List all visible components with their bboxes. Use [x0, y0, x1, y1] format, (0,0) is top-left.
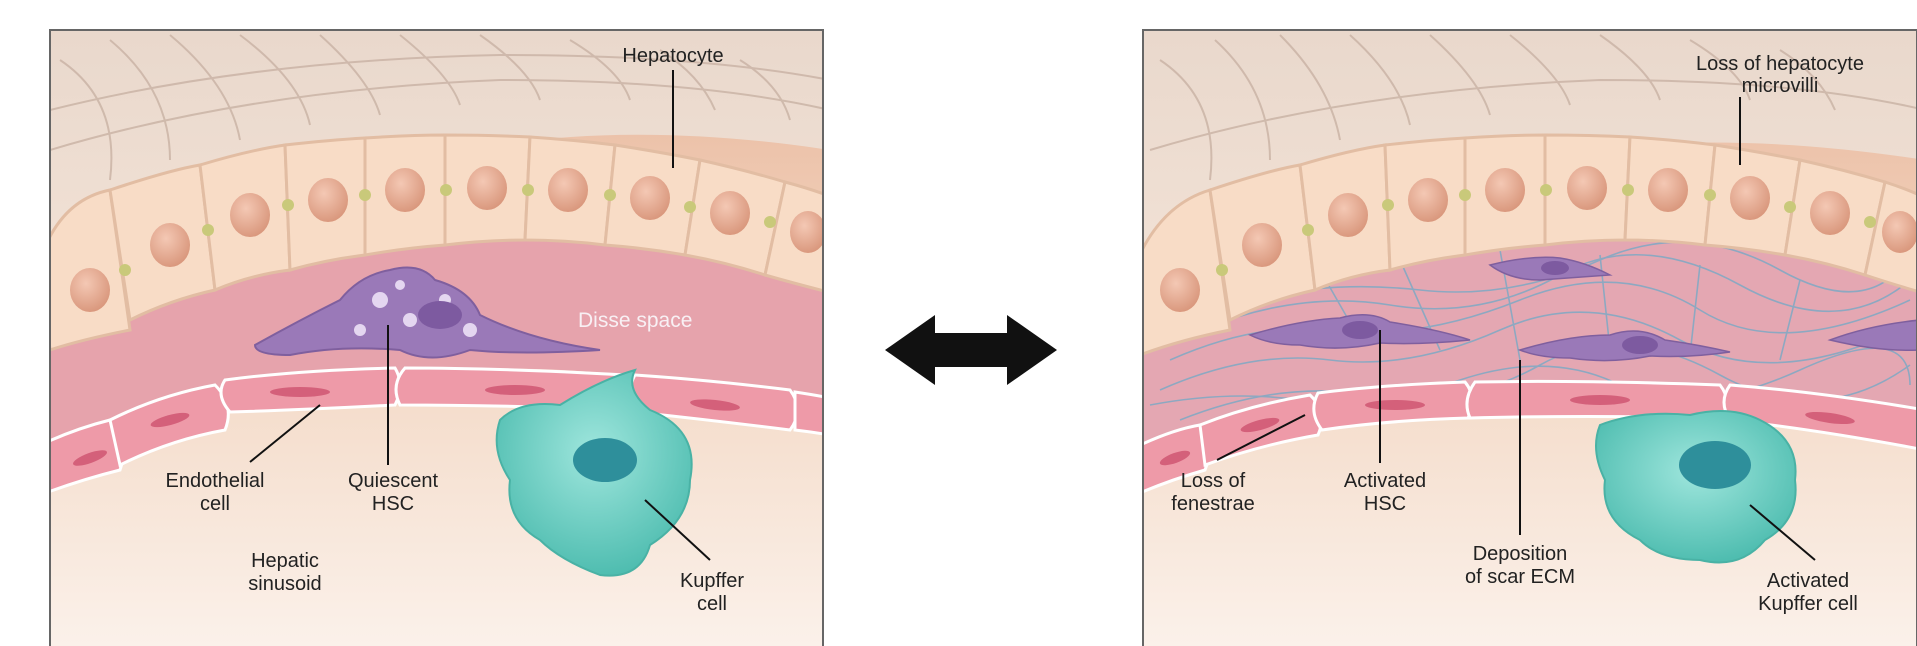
- label-loss-microvilli-line1: Loss of hepatocyte: [1696, 53, 1864, 75]
- right-panel: Loss of hepatocyte microvilli Loss of fe…: [1130, 30, 1917, 646]
- label-hepatocyte: Hepatocyte: [622, 45, 723, 67]
- label-quiescent-hsc-line1: Quiescent: [348, 470, 438, 492]
- label-activated-kupffer-line1: Activated: [1767, 570, 1849, 592]
- label-disse-space: Disse space: [578, 309, 692, 332]
- label-endothelial-line1: Endothelial: [166, 470, 265, 492]
- label-quiescent-hsc-line2: HSC: [372, 493, 414, 515]
- label-activated-kupffer-line2: Kupffer cell: [1758, 593, 1858, 615]
- label-activated-hsc-line1: Activated: [1344, 470, 1426, 492]
- label-loss-fenestrae-line1: Loss of: [1181, 470, 1246, 492]
- label-hepatic-sinusoid-line1: Hepatic: [251, 550, 319, 572]
- label-scar-ecm-line1: Deposition: [1473, 543, 1568, 565]
- bidirectional-arrow-icon: [885, 315, 1057, 385]
- left-panel: Hepatocyte Disse space Endothelial cell …: [30, 30, 840, 646]
- label-loss-fenestrae-line2: fenestrae: [1171, 493, 1254, 515]
- label-scar-ecm-line2: of scar ECM: [1465, 566, 1575, 588]
- label-loss-microvilli-line2: microvilli: [1742, 75, 1819, 97]
- label-activated-hsc-line2: HSC: [1364, 493, 1406, 515]
- label-endothelial-line2: cell: [200, 493, 230, 515]
- label-hepatic-sinusoid-line2: sinusoid: [248, 573, 321, 595]
- label-kupffer-line1: Kupffer: [680, 570, 744, 592]
- label-kupffer-line2: cell: [697, 593, 727, 615]
